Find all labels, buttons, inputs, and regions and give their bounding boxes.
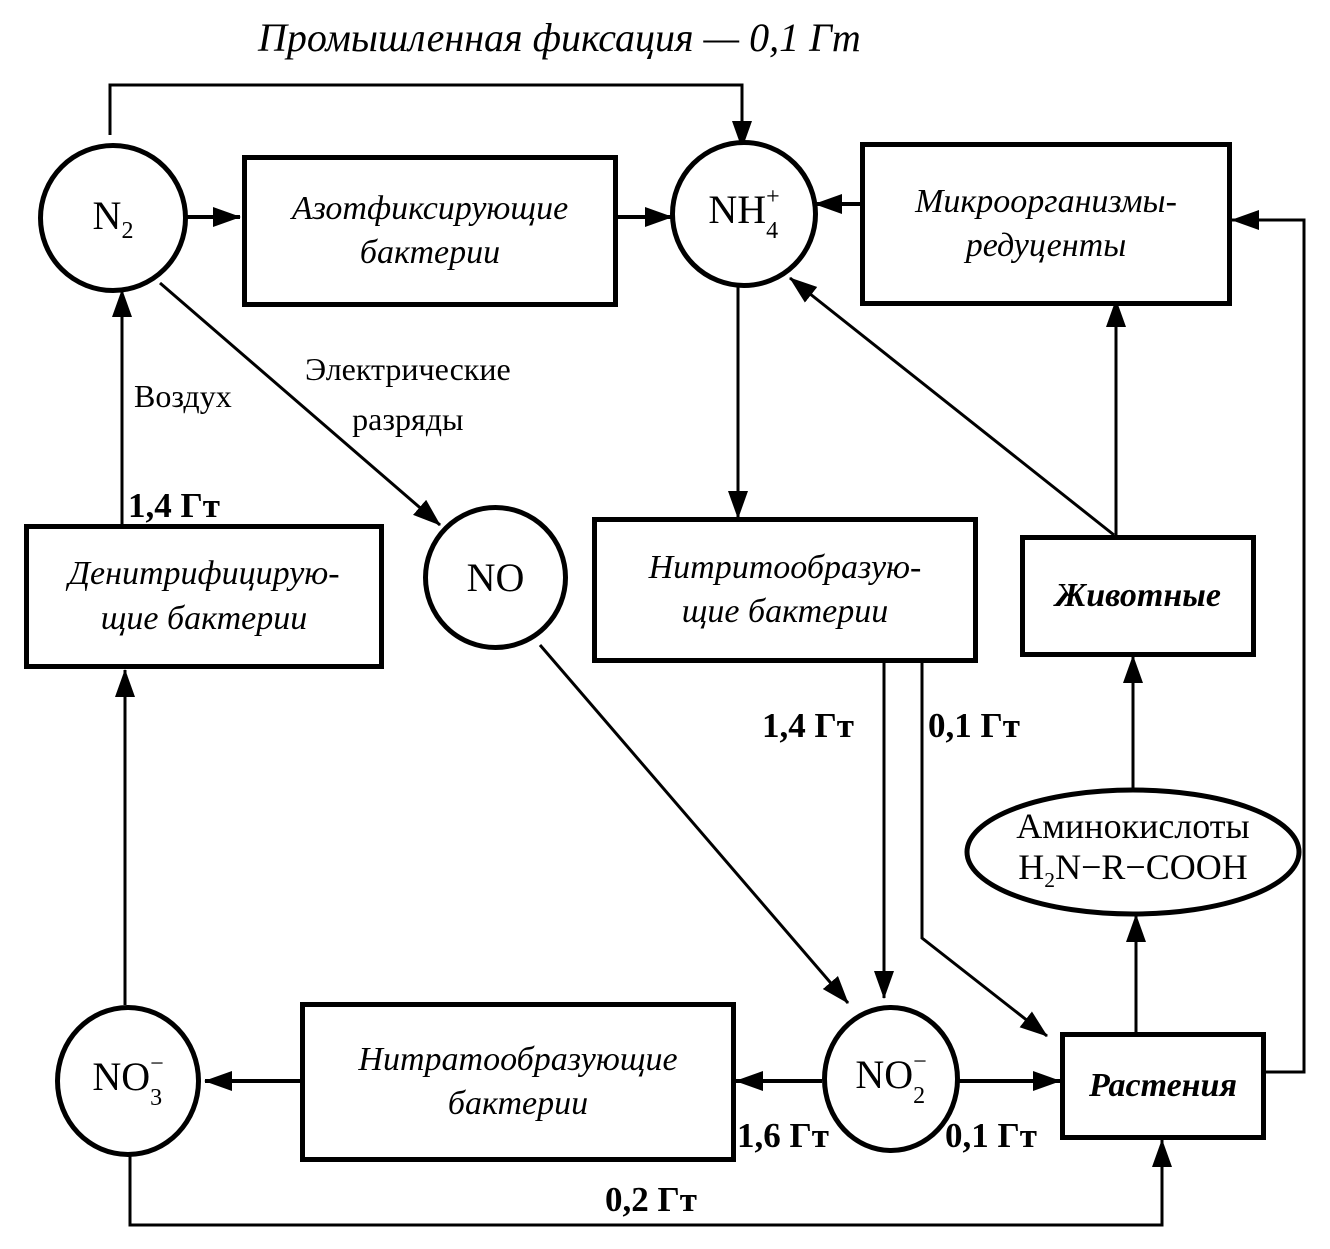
arrow-plants-to-decomposers (1231, 210, 1306, 1074)
amino-acids-label: Аминокислоты H2N−R−COOH (1016, 806, 1250, 893)
node-no3: NO−3 (55, 1005, 201, 1157)
industrial-fixation-label: Промышленная фиксация — 0,1 Гт (258, 15, 861, 60)
box-animals: Животные (1020, 535, 1256, 657)
electric-discharges-label: Электрические разряды (305, 351, 511, 437)
amino-acids-ellipse (964, 787, 1302, 917)
node-no3-label: NO−3 (92, 1051, 164, 1111)
flow-denitrif-label: 1,4 Гт (128, 486, 220, 525)
air-label: Воздух (134, 378, 232, 414)
node-no2-label: NO−2 (855, 1049, 927, 1109)
node-n2: N2 (38, 143, 188, 293)
arrow-no3-to-plants (128, 1139, 1172, 1227)
node-nh4-label: NH+4 (708, 184, 780, 244)
arrow-industrial-fixation (108, 83, 752, 149)
node-no2: NO−2 (822, 1005, 960, 1153)
box-decomposers: Микроорганизмы-редуценты (860, 142, 1232, 306)
arrow-no-to-no2 (538, 644, 850, 1004)
flow-nitrite-to-no2-label: 1,4 Гт (762, 706, 854, 745)
flow-nitrite-to-plants-label: 0,1 Гт (928, 706, 1020, 745)
node-no-label: NO (466, 555, 525, 600)
flow-no3-to-plants-label: 0,2 Гт (605, 1180, 697, 1219)
node-nh4: NH+4 (670, 140, 818, 288)
node-n2-label: N2 (92, 192, 134, 244)
arrow-nitrite-to-plants (920, 662, 1048, 1038)
arrow-n2-to-no (159, 281, 441, 527)
flow-no2-to-plants-label: 0,1 Гт (945, 1116, 1037, 1155)
box-denitrifying-bacteria: Денитрифицирую-щие бактерии (24, 524, 384, 669)
box-nitrite-forming-bacteria: Нитритообразую-щие бактерии (592, 517, 978, 663)
box-plants: Растения (1060, 1032, 1266, 1140)
flow-no2-to-nitrate-label: 1,6 Гт (737, 1116, 829, 1155)
arrow-animals-to-nh4 (789, 276, 1115, 537)
node-no: NO (423, 505, 568, 650)
